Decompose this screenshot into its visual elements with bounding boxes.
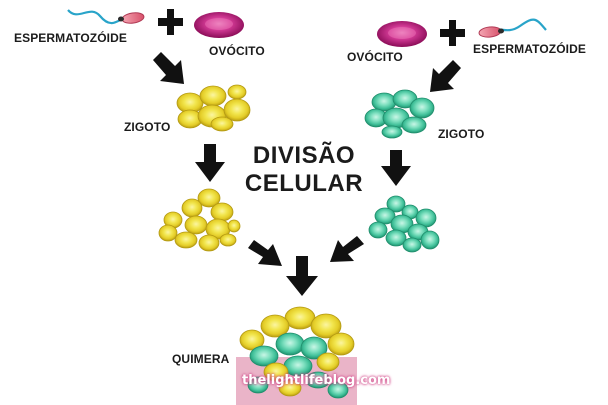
arrow-sperm-to-zygote-left [153,52,184,84]
arrow-ovocyte-to-zygote-right [430,60,461,92]
arrow-zygote-down-right [381,150,411,186]
zygote-right-label: ZIGOTO [438,127,485,141]
sperm-left-icon [67,9,145,25]
teal-divided-cells [368,195,440,253]
teal-zygote-cells [364,89,435,139]
ovocyte-right-icon [377,21,427,47]
ovocyte-left-icon [194,12,244,38]
arrow-merge-right [330,236,364,262]
watermark-text: thelightlifeblog.com [242,373,391,388]
ovocyte-left-label: OVÓCITO [209,44,265,58]
zygote-left-label: ZIGOTO [124,120,171,134]
division-title-line2: CELULAR [244,170,364,197]
arrow-merge-left [248,240,282,266]
arrows [153,52,461,296]
yellow-zygote-cells [176,84,251,132]
division-title: DIVISÃO CELULAR [244,142,364,198]
plus-right-icon [440,20,465,46]
yellow-divided-cells [158,188,241,252]
sperm-right-label: ESPERMATOZÓIDE [473,42,586,56]
chimera-label: QUIMERA [172,352,230,366]
arrow-zygote-down-left [195,144,225,182]
division-title-line1: DIVISÃO [252,142,356,169]
arrow-merge-down [286,256,318,296]
sperm-right-icon [478,18,547,38]
chimera-cells [239,306,355,399]
plus-left-icon [158,9,183,35]
ovocyte-right-label: OVÓCITO [347,50,403,64]
sperm-left-label: ESPERMATOZÓIDE [14,31,127,45]
